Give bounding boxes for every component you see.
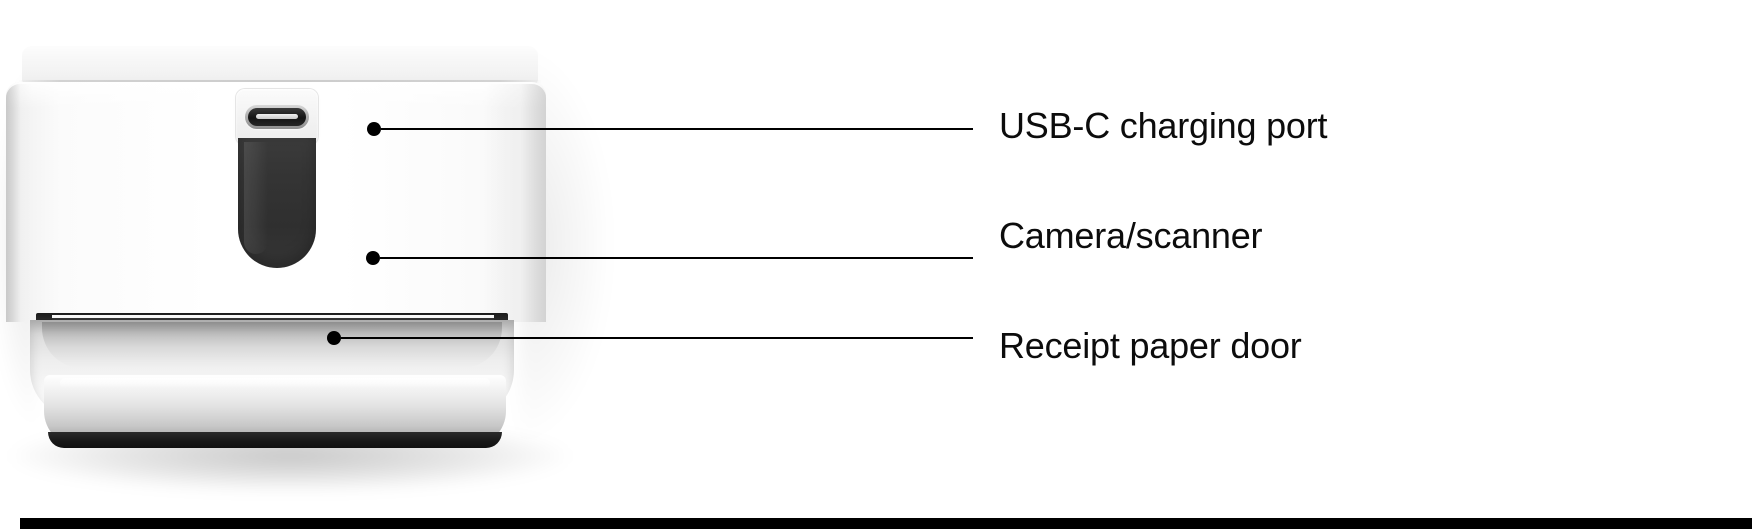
- callout-label-usb-c-charging-port: USB-C charging port: [999, 105, 1328, 146]
- callout-leader-line-camera-scanner: [380, 257, 973, 259]
- door-inner-shadow: [42, 322, 502, 368]
- device-base-foot: [48, 432, 502, 448]
- callout-dot-camera-scanner: [366, 251, 380, 265]
- callout-dot-usb-c-charging-port: [367, 122, 381, 136]
- base-top-highlight: [60, 378, 490, 388]
- callout-label-camera-scanner: Camera/scanner: [999, 215, 1263, 256]
- bottom-divider-rule: [20, 518, 1752, 529]
- camera-scanner-gloss: [244, 142, 268, 254]
- callout-dot-receipt-paper-door: [327, 331, 341, 345]
- callout-leader-line-usb-c-charging-port: [381, 128, 973, 130]
- usb-c-port-tongue: [256, 114, 298, 119]
- body-left-edge-shade: [6, 84, 32, 322]
- device-top-lid: [22, 45, 538, 83]
- body-right-edge-shade: [486, 84, 546, 322]
- product-illustration: [0, 0, 620, 529]
- callout-label-receipt-paper-door: Receipt paper door: [999, 325, 1302, 366]
- camera-scanner-window: [238, 138, 316, 268]
- callout-leader-line-receipt-paper-door: [341, 337, 973, 339]
- lid-seam-line: [18, 80, 542, 83]
